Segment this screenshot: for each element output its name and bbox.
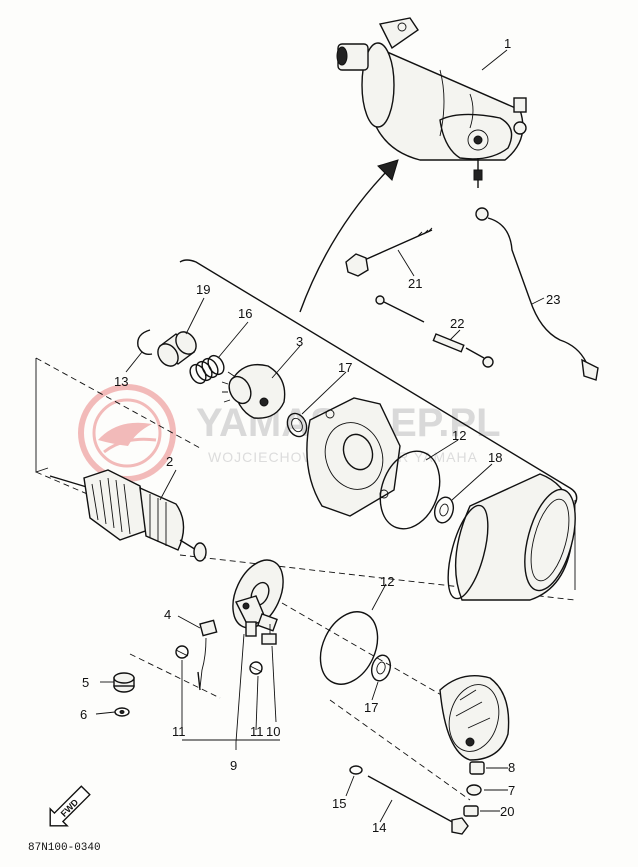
callout-12-lower: 12 [380,574,394,589]
assembly-arrow [299,159,399,313]
callout-17-upper: 17 [338,360,352,375]
callout-15: 15 [332,796,346,811]
callout-22: 22 [450,316,464,331]
part-2-armature [49,469,207,562]
part-12-oring-upper [379,450,441,530]
part-11-spring-left [175,645,189,659]
part-17-washer-lower [370,654,392,682]
fwd-indicator: FWD [49,785,91,827]
callout-3: 3 [296,334,303,349]
callout-19: 19 [196,282,210,297]
callout-13: 13 [114,374,128,389]
callout-20: 20 [500,804,514,819]
callouts: 1 2 3 4 5 6 7 8 9 10 11 11 12 12 13 14 1… [80,36,560,835]
leader-lines [95,49,545,823]
callout-8: 8 [508,760,515,775]
front-cover [306,397,401,517]
fwd-arrow-icon [49,785,91,827]
callout-2: 2 [166,454,173,469]
part-12-oring-lower [319,611,379,685]
rear-cover [439,675,510,761]
part-20-nut [463,805,479,817]
callout-10: 10 [266,724,280,739]
part-23-cable [475,207,599,381]
callout-1: 1 [504,36,511,51]
callout-9: 9 [230,758,237,773]
drawing-code: 87N100-0340 [28,842,101,854]
callout-5: 5 [82,675,89,690]
part-13-circlip [137,329,153,356]
part-8-nut [469,761,485,775]
part-18-washer [433,496,455,524]
callout-14: 14 [372,820,386,835]
callout-18: 18 [488,450,502,465]
part-4-brush [197,619,218,691]
part-10-holder [261,624,277,645]
part-7-washer [466,784,482,796]
callout-16: 16 [238,306,252,321]
part-1-starter-motor [336,17,527,188]
part-6-washer [114,707,130,717]
part-9-brush-plate [232,559,284,637]
part-21-bolt [345,227,433,277]
part-22-lead [375,295,494,368]
callout-11-left: 11 [172,724,186,739]
callout-23: 23 [546,292,560,307]
callout-11-right: 11 [250,724,264,739]
callout-17-lower: 17 [364,700,378,715]
yoke-housing [447,473,576,601]
watermark-logo-icon [78,384,176,482]
callout-21: 21 [408,276,422,291]
callout-7: 7 [508,783,515,798]
part-16-spring [189,354,225,385]
callout-6: 6 [80,707,87,722]
part-17-oring-upper [286,412,308,438]
part-11-spring-right [249,661,263,675]
part-3-clutch [221,363,286,419]
part-15-washer [349,765,363,775]
part-19-collar [157,331,197,367]
part-14-through-bolt [367,775,469,835]
callout-12-upper: 12 [452,428,466,443]
callout-4: 4 [164,607,171,622]
part-5-cap [113,672,135,693]
